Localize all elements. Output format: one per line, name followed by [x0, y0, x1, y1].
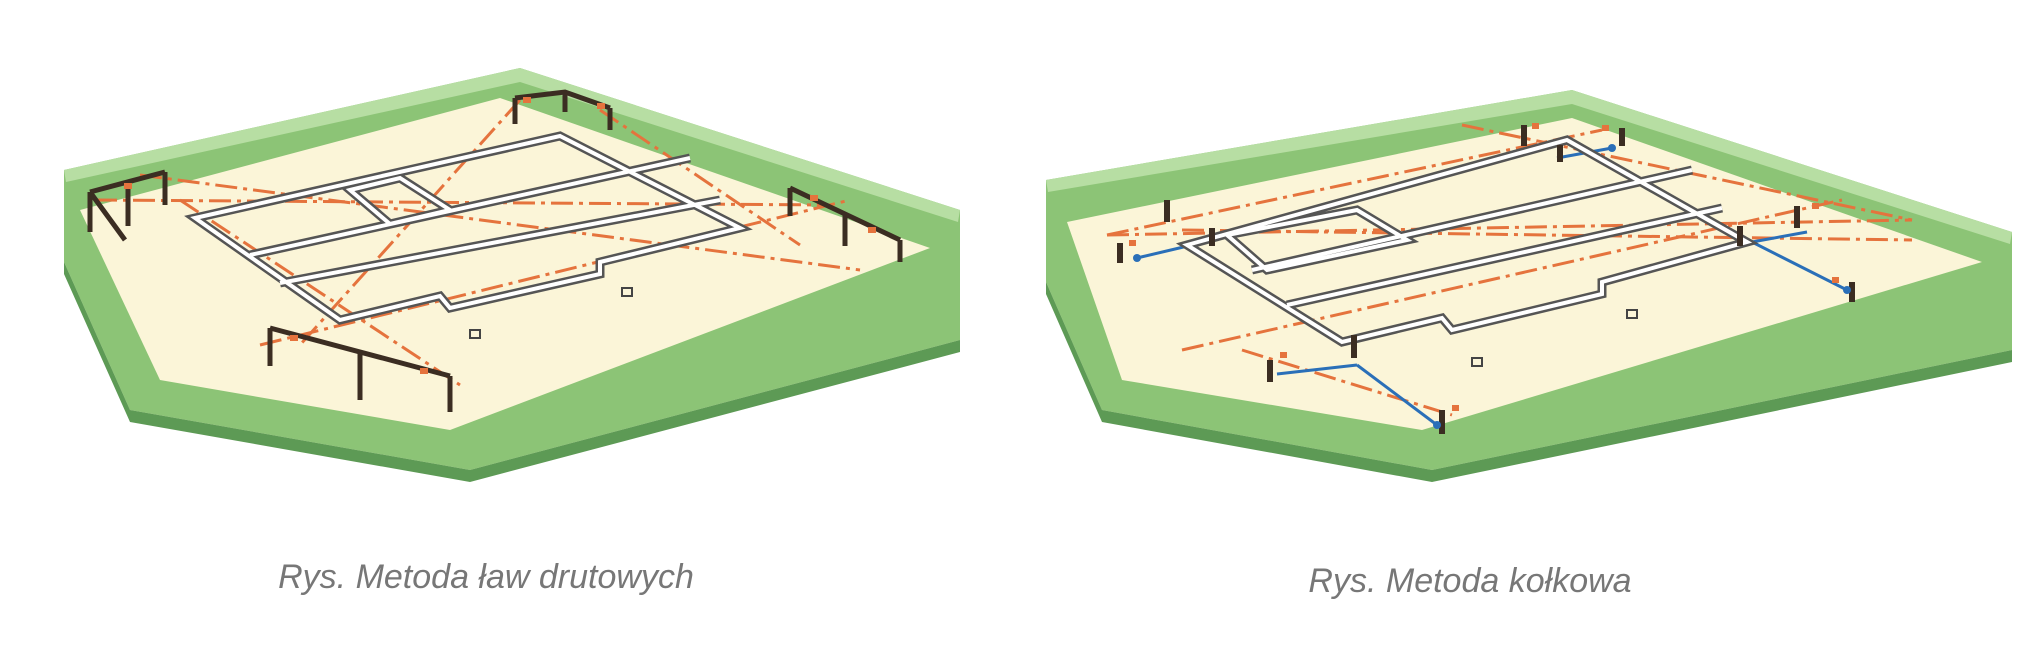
caption-stakes: Rys. Metoda kołkowa	[1308, 562, 1632, 600]
foundation-outline	[1175, 135, 1759, 347]
caption-batter-boards: Rys. Metoda ław drutowych	[278, 558, 694, 596]
stakes	[1117, 125, 1855, 434]
sand-plot	[80, 98, 930, 430]
figure-batter-boards: Rys. Metoda ław drutowych	[64, 68, 960, 596]
foundation-outline	[184, 131, 753, 325]
batter-boards	[87, 89, 903, 412]
batter-boards-illustration	[64, 68, 960, 482]
figure-stakes: Rys. Metoda kołkowa	[1012, 0, 2024, 668]
stakes-illustration	[1046, 90, 2012, 482]
